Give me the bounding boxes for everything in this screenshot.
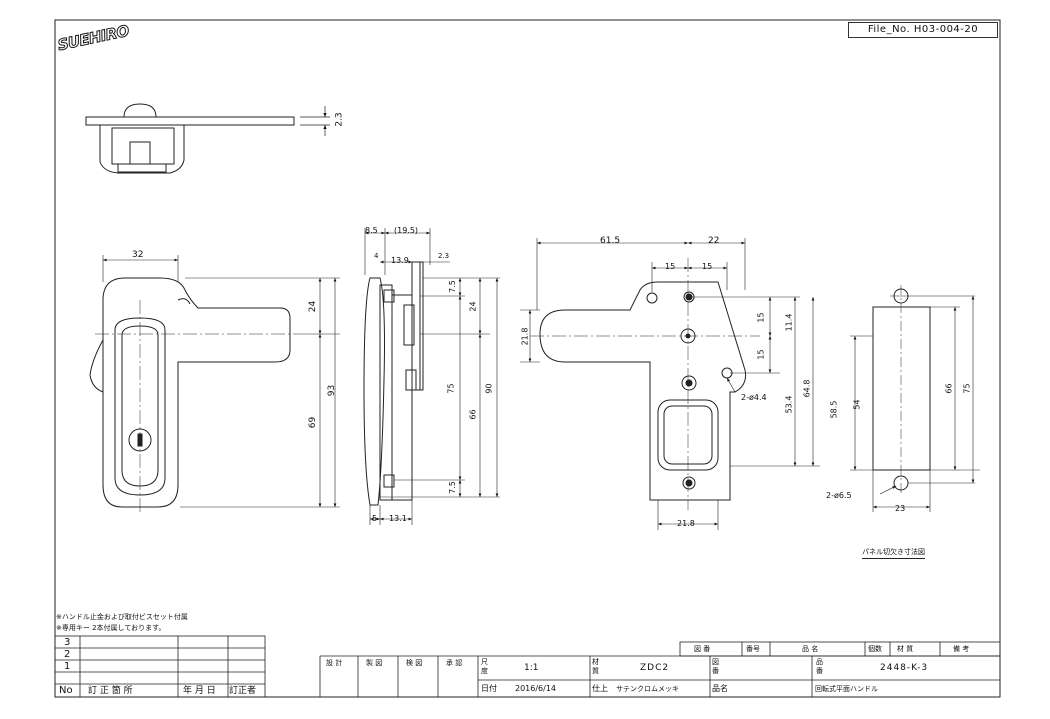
dim-label: 24 xyxy=(308,300,319,313)
dim-label: 7.5 xyxy=(447,481,457,494)
dim-label: 24 xyxy=(468,301,478,312)
revision-header-date: 年 月 日 xyxy=(183,686,216,696)
dim-label: 13.9 xyxy=(391,256,409,265)
approval-label-design: 設 計 xyxy=(326,659,343,667)
panel-caption: パネル切欠き寸法図 xyxy=(862,548,925,559)
scale-value: 1:1 xyxy=(524,663,539,673)
dim-label: 15 xyxy=(665,262,676,271)
finish-label: 仕上 xyxy=(592,684,608,693)
dim-label: 53.4 xyxy=(784,395,794,414)
dim-label: 8.5 xyxy=(365,226,378,235)
title-block-grid xyxy=(54,635,1001,698)
revision-row-number: 2 xyxy=(64,649,71,660)
notes: ※ハンドル止金および取付ビスセット付属 ※専用キー 2本付属しております。 xyxy=(56,612,188,634)
dim-label: 15 xyxy=(702,262,713,271)
top-view xyxy=(85,103,330,174)
file-number: File_No. H03-004-20 xyxy=(848,22,998,38)
dim-label: 93 xyxy=(327,384,338,397)
parts-header-qty: 個数 xyxy=(868,645,882,653)
dim-label: 66 xyxy=(944,383,954,394)
dim-label: 54 xyxy=(852,399,862,410)
scale-label: 尺度 xyxy=(481,658,488,675)
note-line: ※専用キー 2本付属しております。 xyxy=(56,624,166,632)
parts-header-material: 材 質 xyxy=(897,645,914,653)
revision-row-number: 3 xyxy=(64,637,71,648)
parts-header-remarks: 備 考 xyxy=(953,645,970,653)
dim-label: 21.8 xyxy=(677,519,695,528)
name-label: 品名 xyxy=(712,684,728,693)
dim-label: 21.8 xyxy=(520,327,530,346)
front-view xyxy=(89,255,340,515)
material-value: ZDC2 xyxy=(640,663,670,673)
sheet-border xyxy=(54,19,1001,698)
revision-row-number: 1 xyxy=(64,661,71,672)
material-label: 材質 xyxy=(592,658,599,675)
approval-label-check: 検 図 xyxy=(406,659,423,667)
rear-view xyxy=(520,238,820,530)
dim-label: 15 xyxy=(756,312,766,323)
parts-header-number: 番号 xyxy=(746,645,760,653)
dim-label: 11.4 xyxy=(784,313,794,332)
dim-label: 61.5 xyxy=(600,236,621,246)
dim-label: 2.3 xyxy=(334,112,345,127)
dim-label: 75 xyxy=(446,383,456,394)
dim-label: 5 xyxy=(372,514,378,523)
product-no-value: 2448-K-3 xyxy=(880,663,929,673)
side-view xyxy=(363,228,500,525)
dim-label: 2-ø6.5 xyxy=(826,491,852,500)
dim-label: 23 xyxy=(895,504,906,513)
name-value: 回転式平面ハンドル xyxy=(815,685,878,693)
revision-header-no: No xyxy=(59,685,73,696)
finish-value: サテンクロムメッキ xyxy=(616,685,679,693)
dim-label: 90 xyxy=(484,383,494,394)
approval-label-approve: 承 認 xyxy=(446,659,463,667)
product-no-label: 品番 xyxy=(816,658,823,675)
parts-header-name: 品 名 xyxy=(802,645,819,653)
revision-header-author: 訂正者 xyxy=(229,686,257,696)
dim-label: 7.5 xyxy=(447,280,457,293)
dim-label: 2.3 xyxy=(438,252,450,260)
approval-label-draw: 製 図 xyxy=(366,659,383,667)
revision-header-location: 訂 正 箇 所 xyxy=(88,686,133,696)
dim-label: 2-ø4.4 xyxy=(741,393,767,402)
dim-label: 64.8 xyxy=(802,379,812,398)
date-value: 2016/6/14 xyxy=(515,684,557,693)
date-label: 日付 xyxy=(481,684,497,693)
dim-label: 15 xyxy=(756,349,766,360)
dim-label: 69 xyxy=(308,416,319,429)
dim-label: 66 xyxy=(468,409,478,420)
panel-cutout-view xyxy=(850,285,980,512)
dim-label: 58.5 xyxy=(829,400,839,419)
dim-label: 75 xyxy=(962,383,972,394)
note-line: ※ハンドル止金および取付ビスセット付属 xyxy=(56,613,188,621)
dim-label: 13.1 xyxy=(389,514,407,523)
dim-label: 4 xyxy=(374,252,379,260)
dim-label: 32 xyxy=(132,250,144,260)
drawing-no-label: 図番 xyxy=(712,658,719,675)
parts-header-drawing-no: 図 番 xyxy=(694,645,711,653)
dim-label: 22 xyxy=(708,236,720,246)
dim-label: (19.5) xyxy=(394,226,419,235)
